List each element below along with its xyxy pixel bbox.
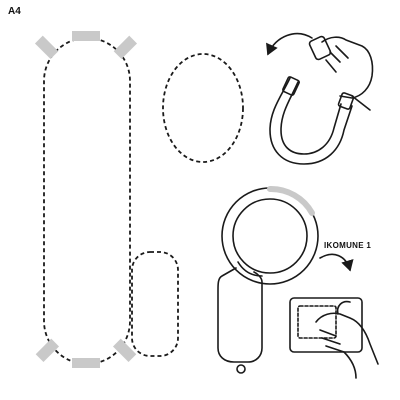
ring-gray-arc — [267, 185, 315, 216]
sheet-size-label: A4 — [8, 6, 21, 17]
hand-press-icon — [315, 300, 379, 379]
tape-top-center — [72, 31, 100, 41]
oval-template — [162, 53, 244, 163]
tape-bottom-right — [112, 338, 137, 363]
step-caption: IKOMUNE 1 — [324, 241, 372, 250]
long-strap-outline — [43, 37, 131, 365]
handle-button — [236, 364, 246, 374]
tape-top-left — [34, 35, 59, 60]
small-tab-template — [131, 251, 179, 357]
pad-window — [297, 305, 337, 339]
pad-base — [289, 297, 363, 353]
attach-clip-step — [266, 32, 374, 165]
u-clip-inner — [280, 81, 342, 155]
magnifier-ring-inner — [232, 198, 308, 274]
clip-buckle-left — [282, 76, 300, 96]
tape-top-right — [113, 35, 138, 60]
ring-step-arrow — [319, 253, 354, 272]
handle-grip — [237, 261, 263, 277]
u-clip-outer — [269, 77, 353, 165]
hand-icon — [321, 36, 374, 111]
clip-buckle-right — [337, 92, 355, 110]
tape-bottom-left — [35, 338, 60, 363]
ring-handle — [217, 267, 263, 363]
tape-bottom-center — [72, 358, 100, 368]
ring-assembly-step — [217, 185, 354, 374]
clip-end-piece — [308, 35, 332, 61]
press-pad-step — [289, 297, 379, 379]
long-strap-template — [34, 31, 138, 368]
rotate-arrow — [266, 32, 313, 56]
